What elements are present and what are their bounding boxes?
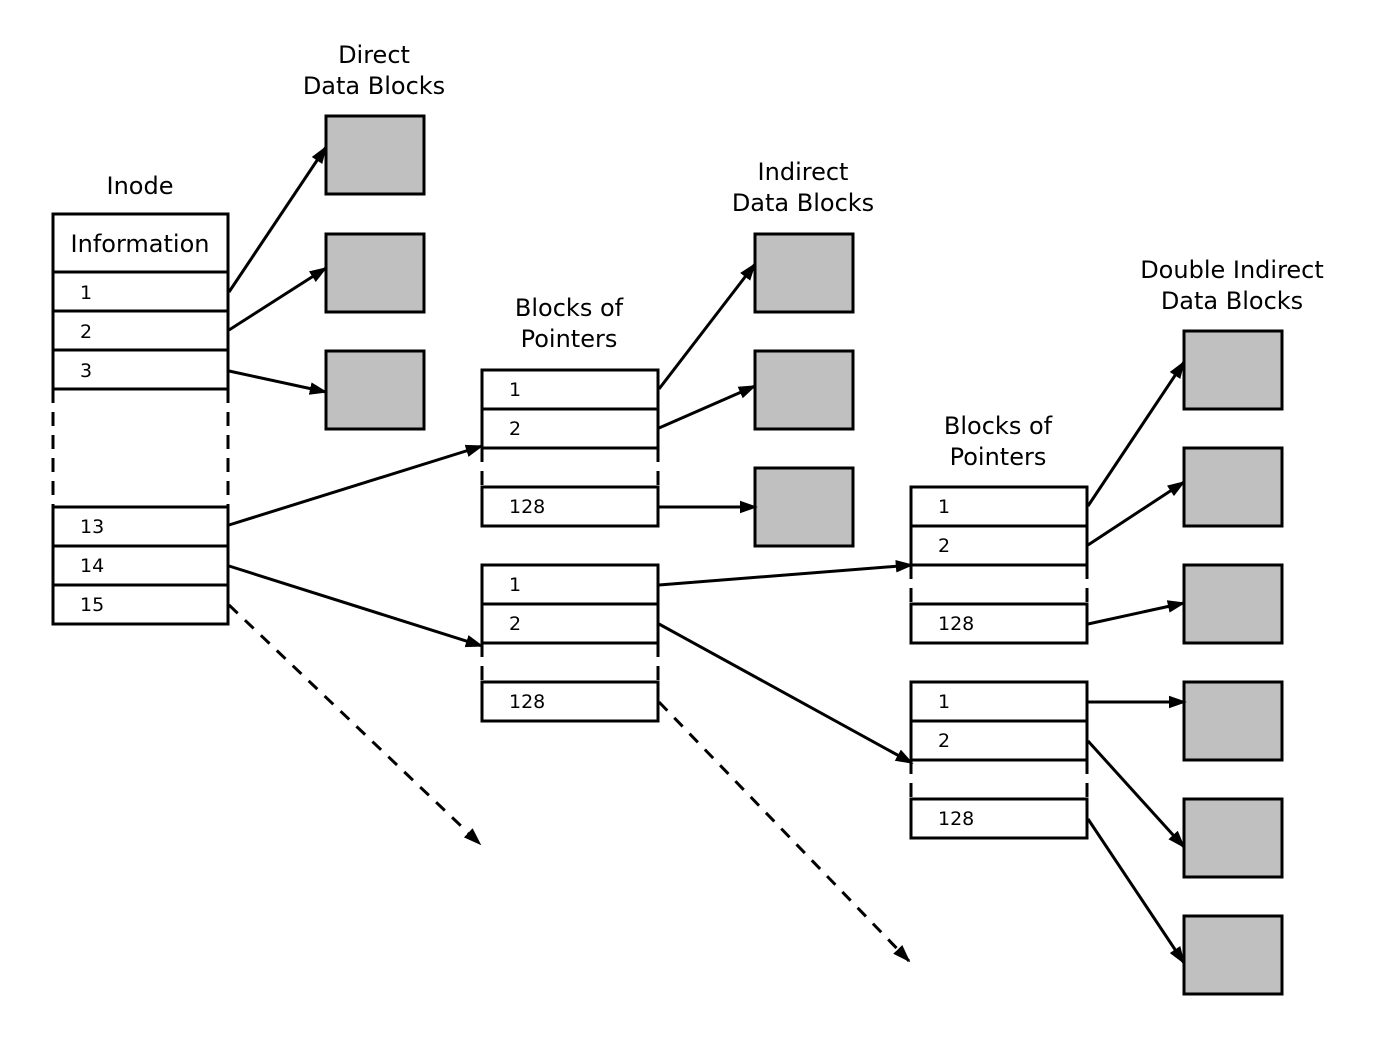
data-block [1182,680,1284,762]
pointer-cell-label: 1 [938,691,950,713]
data-block [1182,563,1284,645]
double-indirect-data-blocks [1182,329,1284,996]
pointer-arrow [228,369,328,395]
pointer-cell-label: 2 [509,418,521,440]
double-heading-line-2: Data Blocks [1161,287,1303,315]
data-block [1182,797,1284,879]
direct-heading-line-1: Direct [338,41,410,69]
data-block [753,466,855,548]
data-block [1182,329,1284,411]
pointer-cell [480,680,660,723]
pointer-cell [909,719,1089,762]
inode-table: Information 1 2 3 13 14 15 [51,212,230,626]
pointer-cell [909,524,1089,567]
data-block [324,349,426,431]
double-heading-line-1: Double Indirect [1140,256,1324,284]
pointer-cell-label: 1 [938,496,950,518]
double-indirect-data-blocks-heading: Double Indirect Data Blocks [1140,256,1324,315]
inode-heading: Inode [107,172,174,200]
pointer-cell [480,602,660,645]
pointer-cell-label: 2 [509,613,521,635]
pointer-cell-label: 128 [938,613,974,635]
pointer-block-indirect-b: 1 2 128 [480,563,660,723]
pointer-arrow [1086,360,1186,507]
direct-data-blocks-heading: Direct Data Blocks [303,41,445,100]
data-block [324,232,426,314]
pointers-2-heading-line-1: Blocks of [944,412,1053,440]
pointer-cell [480,485,660,528]
indirect-heading-line-2: Data Blocks [732,189,874,217]
pointers-1-heading-line-1: Blocks of [515,294,624,322]
pointer-cell [480,563,660,606]
indirect-data-blocks [753,232,855,548]
pointer-cell-label: 128 [509,496,545,518]
direct-data-blocks [324,114,426,431]
blocks-of-pointers-heading-1: Blocks of Pointers [515,294,624,353]
pointer-cell [909,680,1089,723]
pointer-arrow [1087,600,1186,626]
data-block [1182,914,1284,996]
indirect-heading-line-1: Indirect [758,158,849,186]
inode-entry-label: 3 [80,360,92,382]
pointer-arrow [227,145,328,293]
pointer-cell [480,407,660,450]
data-block [324,114,426,196]
data-block [753,232,855,314]
pointer-block-double-b: 1 2 128 [909,680,1089,840]
direct-heading-line-2: Data Blocks [303,72,445,100]
inode-entry-label: 13 [80,516,104,538]
inode-information-label: Information [71,230,210,258]
pointer-arrow [228,266,328,332]
pointer-arrow [657,262,757,390]
arrows [227,145,1187,965]
pointer-arrow [1087,480,1186,547]
pointer-block-indirect-a: 1 2 128 [480,368,660,528]
continuation-dashed-arrow [657,700,911,963]
data-block [1182,446,1284,528]
blocks-of-pointers-heading-2: Blocks of Pointers [944,412,1053,471]
pointer-arrow [658,559,914,587]
pointer-arrow [658,622,914,765]
triple-indirect-dashed-arrow [227,603,482,846]
inode-entry-cell [51,348,230,391]
pointer-arrow [228,564,484,648]
pointer-arrow [1086,739,1186,849]
inode-entry-cell [51,583,230,626]
pointer-block-double-a: 1 2 128 [909,485,1089,645]
pointer-arrow [228,444,484,527]
pointer-cell [909,485,1089,528]
pointer-cell [909,602,1089,645]
pointer-cell-label: 2 [938,535,950,557]
pointer-cell-label: 2 [938,730,950,752]
pointer-cell-label: 1 [509,574,521,596]
inode-entry-label: 15 [80,594,104,616]
pointer-cell-label: 128 [509,691,545,713]
inode-entry-cell [51,544,230,587]
data-block [753,349,855,431]
pointers-2-heading-line-2: Pointers [950,443,1047,471]
pointers-1-heading-line-2: Pointers [521,325,618,353]
pointer-cell-label: 128 [938,808,974,830]
indirect-data-blocks-heading: Indirect Data Blocks [732,158,874,217]
pointer-cell [909,797,1089,840]
inode-entry-label: 2 [80,321,92,343]
pointer-arrow [1086,818,1186,965]
inode-entry-label: 1 [80,282,92,304]
pointer-arrow [658,384,757,430]
pointer-cell-label: 1 [509,379,521,401]
inode-entry-label: 14 [80,555,104,577]
inode-information-cell [51,212,230,274]
pointer-cell [480,368,660,411]
